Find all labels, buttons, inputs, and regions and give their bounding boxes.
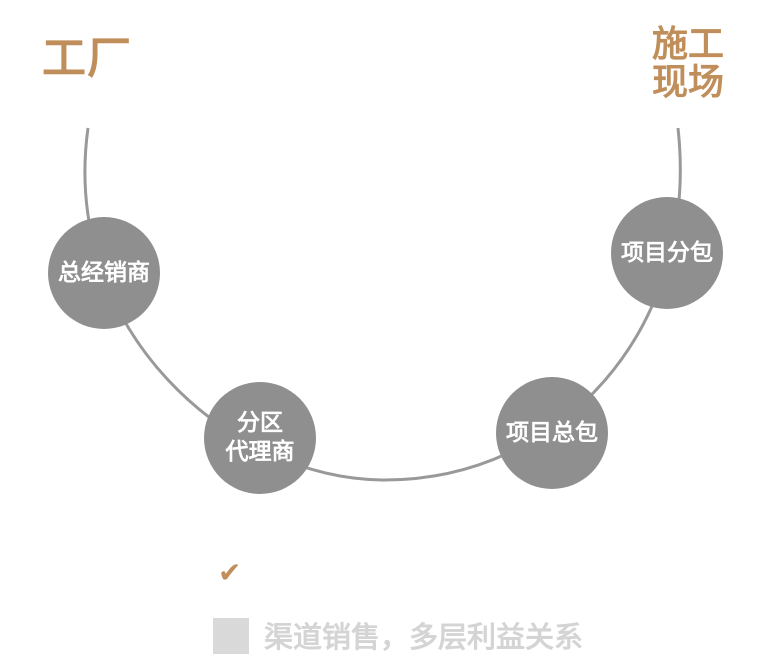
legend-square <box>213 618 249 654</box>
factory-label: 工厂 <box>42 33 132 84</box>
node-regional-agent: 分区 代理商 <box>204 382 316 494</box>
node-general-distributor: 总经销商 <box>48 217 160 329</box>
construction-site-label: 施工 现场 <box>651 24 724 103</box>
node-subcontractor: 项目分包 <box>611 197 723 309</box>
checkmark-icon: ✔ <box>218 556 242 589</box>
node-general-contractor: 项目总包 <box>496 377 608 489</box>
legend-text: 渠道销售，多层利益关系 <box>264 620 584 654</box>
